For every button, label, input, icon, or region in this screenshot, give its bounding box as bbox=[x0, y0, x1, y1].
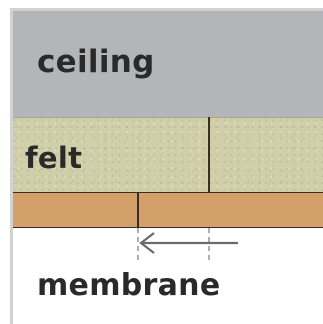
arrow-head-icon bbox=[139, 232, 155, 254]
felt-layer bbox=[13, 117, 323, 192]
layer-stack-diagram: ceiling felt membrane bbox=[10, 8, 323, 324]
felt-seam bbox=[208, 117, 210, 192]
annotation-overlay bbox=[137, 228, 238, 263]
wood-layer bbox=[13, 192, 323, 228]
wood-seam bbox=[137, 192, 139, 228]
membrane-label: membrane bbox=[37, 268, 221, 303]
ceiling-layer: ceiling bbox=[13, 11, 323, 117]
felt-label: felt bbox=[25, 141, 83, 175]
ceiling-label: ceiling bbox=[37, 44, 155, 80]
